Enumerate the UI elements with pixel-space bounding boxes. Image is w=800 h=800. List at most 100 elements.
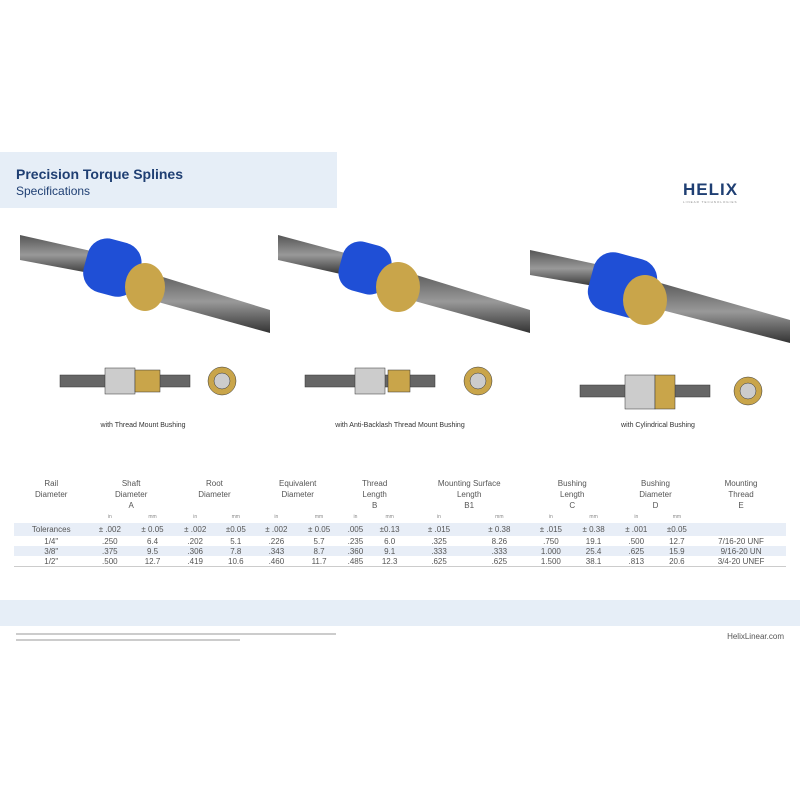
table-cell: 7.8 xyxy=(216,546,256,556)
unit-label xyxy=(14,511,88,523)
unit-label: in xyxy=(634,514,639,520)
table-cell: .750 xyxy=(543,536,559,546)
header-line: B1 xyxy=(464,501,475,510)
header-line: Length xyxy=(560,490,585,499)
table-cell: 10.6 xyxy=(216,556,256,567)
table-cell: ± .002 xyxy=(173,523,217,536)
table-cell: .343 xyxy=(255,546,298,556)
table-cell: 9.5 xyxy=(131,546,174,556)
table-cell: ± .002 xyxy=(255,523,298,536)
header-line: Diameter xyxy=(281,490,314,499)
table-cell: .333 xyxy=(408,546,470,556)
table-cell: 5.1 xyxy=(230,536,242,546)
header-line: Diameter xyxy=(35,490,68,499)
table-cell: .625 xyxy=(469,556,530,567)
product-illustrations xyxy=(20,235,790,410)
unit-label: in xyxy=(437,514,441,520)
header-line: Diameter xyxy=(114,490,148,499)
page-title: Precision Torque Splines xyxy=(16,166,184,182)
fine-print xyxy=(16,633,336,645)
table-cell: .375 xyxy=(88,546,132,556)
table-cell: 1/4" xyxy=(44,536,59,546)
table-cell: ± 0.38 xyxy=(469,523,530,536)
header-line: Diameter xyxy=(198,490,231,499)
header-line: Length xyxy=(456,490,482,499)
table-cell: 11.7 xyxy=(297,556,341,567)
header-line: Root xyxy=(205,479,223,488)
unit-label xyxy=(696,511,786,523)
table-cell: 6.4 xyxy=(146,536,159,546)
table-cell: .360 xyxy=(340,546,371,556)
spline-thread-mount-image xyxy=(20,235,270,333)
dimension-diagrams xyxy=(59,366,763,410)
website-link[interactable]: HelixLinear.com xyxy=(727,632,784,641)
header-line: A xyxy=(128,501,134,510)
table-cell: 12.3 xyxy=(370,556,409,567)
tolerances-row: Tolerances± .002± 0.05± .002±0.05± .002±… xyxy=(14,523,786,536)
table-cell: 25.4 xyxy=(572,546,615,556)
table-cell: 1/2" xyxy=(14,556,89,567)
unit-label: in xyxy=(548,514,553,520)
table-cell: 12.7 xyxy=(669,536,685,546)
spline-cylindrical-image xyxy=(530,250,790,343)
header-line: Equivalent xyxy=(279,479,317,488)
table-cell: 1.500 xyxy=(529,556,573,567)
unit-label: in xyxy=(193,514,198,520)
table-cell: ±0.13 xyxy=(370,523,409,536)
table-cell: ± 0.38 xyxy=(572,523,615,536)
table-cell: 8.7 xyxy=(297,546,341,556)
header-band: Precision Torque Splines Specifications xyxy=(0,152,337,208)
table-cell: .005 xyxy=(340,523,371,536)
header-line: Thread xyxy=(361,479,388,488)
table-cell: 5.7 xyxy=(313,536,325,546)
table-cell: .500 xyxy=(88,556,132,567)
table-cell xyxy=(696,523,786,536)
header-line: Bushing xyxy=(641,479,670,488)
logo-text: HELIX xyxy=(683,180,739,199)
table-cell: .419 xyxy=(173,556,217,567)
table-cell: .250 xyxy=(102,536,118,546)
header-line: Thread xyxy=(728,490,754,499)
table-cell: ± .001 xyxy=(614,523,658,536)
header-line: Diameter xyxy=(639,490,672,499)
header-line: C xyxy=(569,501,576,510)
unit-label: mm xyxy=(231,514,240,520)
unit-label: in xyxy=(107,514,112,520)
table-cell: 12.7 xyxy=(131,556,174,567)
header-line: Length xyxy=(362,490,387,499)
unit-label: mm xyxy=(314,514,324,520)
table-cell: .235 xyxy=(347,536,364,546)
table-cell: 3/4-20 UNEF xyxy=(696,556,786,567)
spline-anti-backlash-image xyxy=(278,235,530,333)
table-cell: .813 xyxy=(614,556,658,567)
table-cell: ± .015 xyxy=(529,523,573,536)
table-cell: 19.1 xyxy=(585,536,602,546)
unit-label: mm xyxy=(148,514,157,520)
caption-anti-backlash: with Anti-Backlash Thread Mount Bushing xyxy=(335,422,465,429)
table-cell: ± 0.05 xyxy=(131,523,174,536)
table-cell: 38.1 xyxy=(572,556,615,567)
table-cell: .500 xyxy=(628,536,645,546)
table-cell: .625 xyxy=(614,546,658,556)
header-line: Bushing xyxy=(557,479,587,488)
header-line: B xyxy=(371,501,378,510)
header-line: E xyxy=(738,501,744,510)
unit-label: mm xyxy=(589,514,598,520)
table-cell: .202 xyxy=(187,536,204,546)
unit-label: mm xyxy=(385,514,394,520)
table-cell: .485 xyxy=(340,556,371,567)
logo-tagline: LINEAR TECHNOLOGIES xyxy=(683,200,738,204)
caption-thread-mount: with Thread Mount Bushing xyxy=(100,422,186,429)
